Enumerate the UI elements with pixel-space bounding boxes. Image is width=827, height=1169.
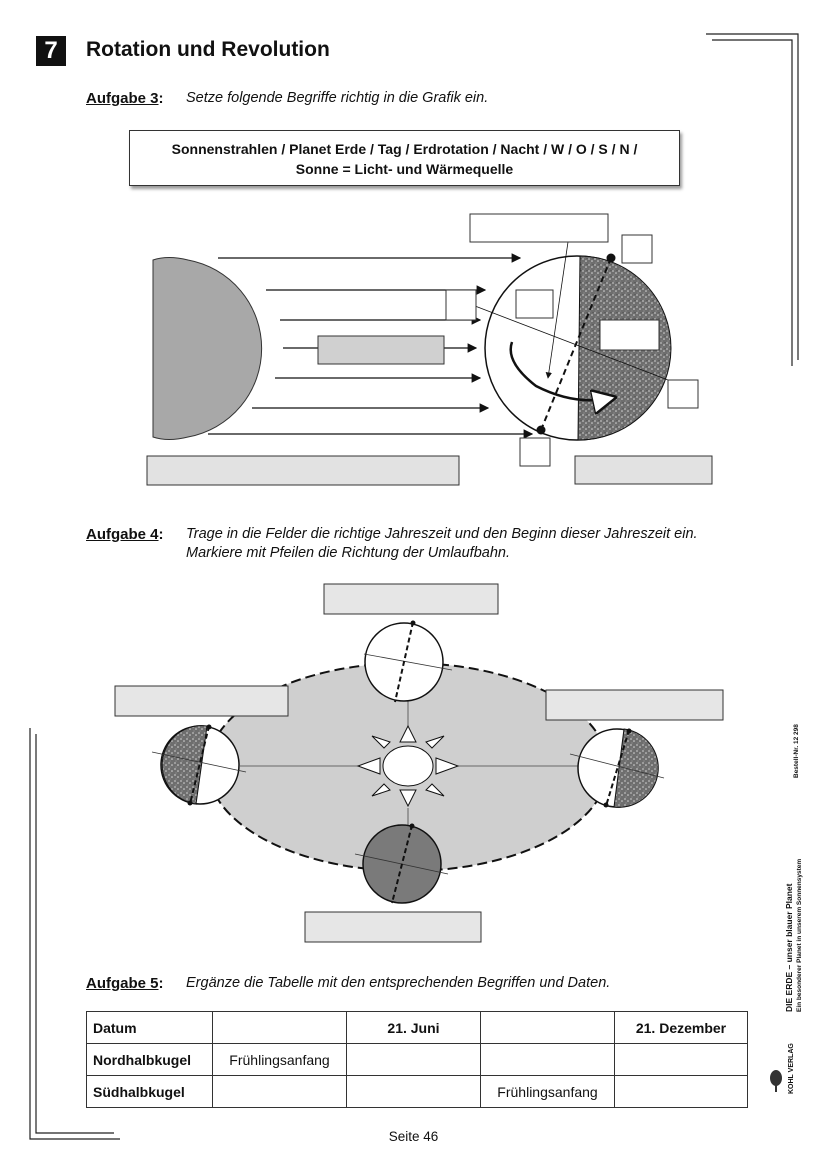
task5-label: Aufgabe 5 bbox=[86, 975, 159, 992]
answer-box-night[interactable] bbox=[599, 319, 660, 351]
table-row: Südhalbkugel Frühlingsanfang bbox=[86, 1075, 748, 1108]
sidebar-title: DIE ERDE – unser blauer Planet bbox=[784, 883, 794, 1012]
task3-colon: : bbox=[158, 90, 164, 107]
equator-line bbox=[474, 305, 669, 381]
orbit-axis-lines bbox=[240, 700, 578, 826]
table-row-label: Nordhalbkugel bbox=[86, 1043, 213, 1076]
table-cell: Frühlingsanfang bbox=[212, 1043, 347, 1076]
page-number: Seite 46 bbox=[388, 1129, 439, 1144]
earth-bottom bbox=[354, 823, 449, 904]
task3-heading: Aufgabe 3: bbox=[86, 90, 164, 108]
earth-right bbox=[569, 728, 665, 808]
answer-box-rays[interactable] bbox=[317, 335, 445, 365]
answer-box-s[interactable] bbox=[519, 437, 551, 467]
answer-box-w[interactable] bbox=[445, 289, 477, 321]
term-list-line2: Sonne = Licht- und Wärmequelle bbox=[295, 161, 514, 177]
table-header-row: Datum 21. Juni 21. Dezember bbox=[86, 1011, 748, 1044]
answer-box-o[interactable] bbox=[667, 379, 699, 409]
season-box-top[interactable] bbox=[323, 583, 499, 615]
season-table: Datum 21. Juni 21. Dezember Nordhalbkuge… bbox=[86, 1011, 748, 1108]
task4-colon: : bbox=[158, 526, 164, 543]
sidebar-subtitle: Ein besonderer Planet in unserem Sonnens… bbox=[796, 859, 803, 1012]
task4-instruction-1: Trage in die Felder die richtige Jahresz… bbox=[186, 526, 698, 542]
season-box-right[interactable] bbox=[545, 689, 724, 721]
rotation-arrow bbox=[509, 341, 612, 400]
sidebar-order-number: Bestell-Nr. 12 298 bbox=[793, 724, 800, 778]
task5-colon: : bbox=[158, 975, 164, 992]
earth-axis bbox=[540, 257, 612, 431]
task4-heading: Aufgabe 4: bbox=[86, 526, 164, 544]
sun-shape bbox=[152, 257, 263, 440]
table-cell[interactable] bbox=[346, 1075, 481, 1108]
task5-heading: Aufgabe 5: bbox=[86, 975, 164, 993]
task3-label: Aufgabe 3 bbox=[86, 90, 159, 107]
table-row-label: Südhalbkugel bbox=[86, 1075, 213, 1108]
term-box: Sonnenstrahlen / Planet Erde / Tag / Erd… bbox=[129, 130, 680, 186]
kohl-tree-logo bbox=[770, 1070, 782, 1092]
term-list-line1: Sonnenstrahlen / Planet Erde / Tag / Erd… bbox=[171, 141, 638, 157]
axis-north-point bbox=[606, 253, 616, 263]
table-cell[interactable] bbox=[346, 1043, 481, 1076]
task4-instruction-2: Markiere mit Pfeilen die Richtung der Um… bbox=[186, 545, 510, 561]
pointer-line bbox=[545, 241, 569, 379]
season-box-bottom[interactable] bbox=[304, 911, 482, 943]
chapter-number: 7 bbox=[36, 36, 66, 66]
answer-box-day[interactable] bbox=[515, 289, 554, 319]
table-cell: Frühlingsanfang bbox=[480, 1075, 615, 1108]
table-cell[interactable] bbox=[614, 1075, 748, 1108]
publisher-logo-text: KOHL VERLAG bbox=[788, 1043, 795, 1094]
table-cell[interactable] bbox=[212, 1075, 347, 1108]
table-header-cell: 21. Dezember bbox=[614, 1011, 748, 1044]
task3-instruction: Setze folgende Begriffe richtig in die G… bbox=[186, 90, 489, 106]
earth-top bbox=[363, 620, 453, 703]
sun-center-icon bbox=[356, 724, 460, 808]
earth-left bbox=[151, 724, 247, 806]
season-box-left[interactable] bbox=[114, 685, 289, 717]
answer-box-earth[interactable] bbox=[574, 455, 713, 485]
answer-box-top[interactable] bbox=[469, 213, 609, 243]
axis-south-point bbox=[536, 425, 546, 435]
answer-box-n[interactable] bbox=[621, 234, 653, 264]
task4-label: Aufgabe 4 bbox=[86, 526, 159, 543]
task5-instruction: Ergänze die Tabelle mit den entsprechend… bbox=[186, 975, 611, 991]
chapter-title: Rotation und Revolution bbox=[86, 38, 330, 61]
answer-box-sun[interactable] bbox=[146, 455, 460, 486]
table-row: Nordhalbkugel Frühlingsanfang bbox=[86, 1043, 748, 1076]
